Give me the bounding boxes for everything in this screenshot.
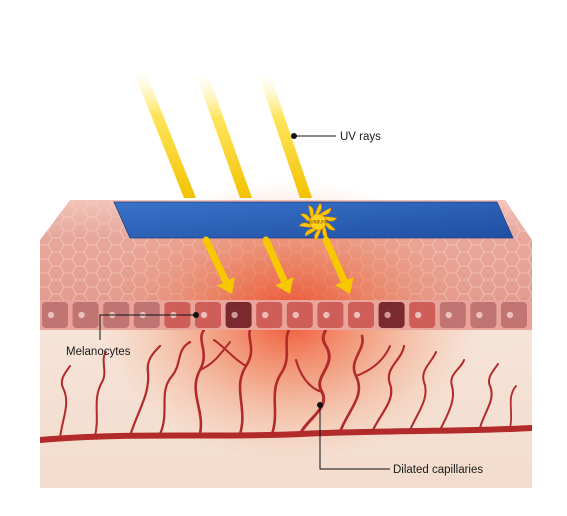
uv-penetration-arrows [202,236,354,294]
capillary-network [40,330,532,443]
cell-nucleus [476,311,483,319]
basal-cell [348,302,374,328]
basal-cell [195,302,221,328]
sun-logo-rays [298,202,338,242]
capillary [298,330,331,436]
capillary [439,359,465,431]
basal-cell [256,302,283,328]
cell-nucleus [262,311,269,319]
uv-ray [258,74,312,198]
capillary [59,365,71,439]
sun-logo: SUNBURN [298,202,338,242]
cell-nucleus [445,311,452,319]
arrow-shaft [262,236,288,285]
uv-rays [133,70,312,198]
arrow-head [335,277,354,294]
uv-arrow [322,236,354,294]
callout-line [319,405,390,470]
capillary [199,341,231,371]
sun-logo-core [309,213,327,231]
capillary [213,339,247,367]
uv-ray [196,74,252,198]
cell-nucleus [231,311,238,319]
melanocyte [378,302,405,328]
melanocyte [225,302,252,328]
dilated-capillaries-label: Dilated capillaries [393,464,483,476]
sun-logo-text: SUNBURN [308,220,328,225]
sun-ray-swirl [324,216,338,222]
uv-ray [133,70,196,198]
capillary [128,344,162,438]
uv-rays-label: UV rays [340,131,381,143]
cell-nucleus [47,311,55,319]
cell-nucleus [415,311,422,319]
sun-ray-swirl [304,228,317,237]
sun-ray-swirl [308,205,314,218]
callout-line [99,314,196,340]
cell-nucleus [200,311,208,319]
sun-ray-swirl [298,222,312,228]
basal-cell [439,302,466,328]
sun-ray-swirl [325,221,336,231]
capillary [479,363,499,429]
arrow-head [275,277,294,294]
cell-nucleus [78,311,85,319]
basal-cell [470,302,497,328]
capillary [270,330,291,436]
capillary [294,358,324,394]
cell-nucleus [384,311,391,319]
uv-rays-callout: UV rays [291,131,381,143]
sun-ray-swirl [314,229,322,242]
sun-ray-swirl [314,202,322,215]
capillary [158,340,192,436]
dilated-capillaries-callout: Dilated capillaries [317,402,483,476]
capillary [509,385,517,429]
basal-cell [501,302,527,328]
uv-arrow [262,236,294,294]
arrow-shaft [322,236,348,285]
basal-cell [72,302,99,328]
capillary [355,345,391,377]
cell-nucleus [506,311,514,319]
basal-cell [409,302,436,328]
cell-nucleus [323,311,330,319]
capillary [370,344,406,434]
basal-cell [317,302,344,328]
cell-nucleus [292,311,299,319]
melanocytes-label: Melanocytes [66,346,131,358]
sun-ray-swirl [319,207,332,216]
arrow-head [216,277,235,294]
arrow-shaft [202,236,230,285]
cell-nucleus [353,311,361,319]
melanocytes-callout: Melanocytes [66,312,199,358]
capillary [94,351,107,437]
basal-cell [286,302,313,328]
uv-arrow [202,236,235,294]
basal-cell [42,302,68,328]
sun-ray-swirl [300,213,311,223]
capillary [409,351,437,431]
